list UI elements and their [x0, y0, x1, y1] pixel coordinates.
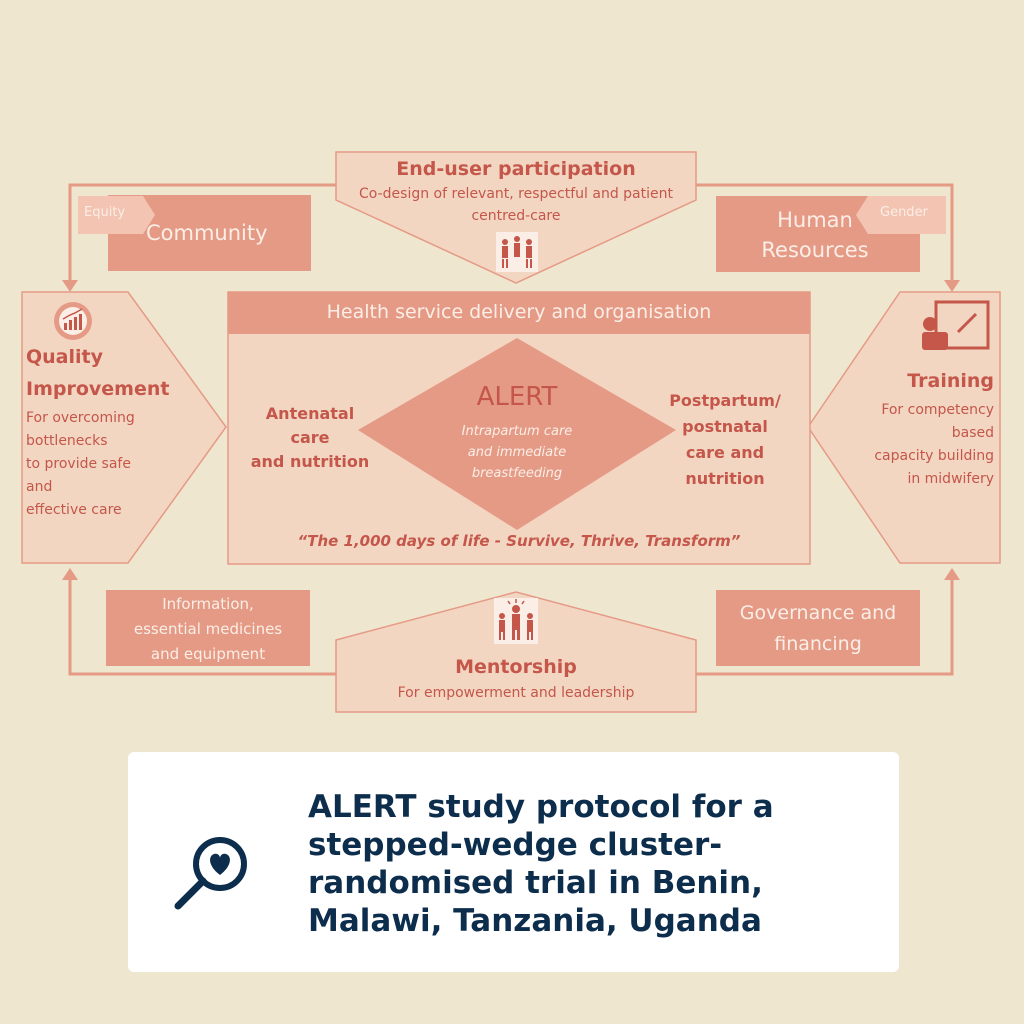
- study-title-line: ALERT study protocol for a: [308, 789, 774, 825]
- center-header: Health service delivery and organisation: [326, 301, 712, 323]
- mentorship-title: Mentorship: [455, 656, 577, 678]
- alert-title: ALERT: [476, 382, 558, 412]
- quality-desc-line: to provide safe: [26, 456, 131, 472]
- tagline: “The 1,000 days of life - Survive, Thriv…: [297, 532, 741, 550]
- equity-tag-label: Equity: [84, 205, 126, 220]
- alert-sub-line: breastfeeding: [471, 466, 563, 481]
- end-user-chevron: [335, 151, 697, 284]
- info-line: and equipment: [150, 645, 266, 663]
- quality-title-line1: Quality: [26, 346, 103, 368]
- antenatal-line: care: [290, 428, 330, 447]
- community-label: Community: [146, 221, 268, 245]
- title-card: ALERT study protocol for a stepped-wedge…: [128, 752, 899, 972]
- people-group-icon: [496, 232, 538, 272]
- training-title: Training: [907, 370, 994, 392]
- training-desc-line: based: [951, 425, 994, 441]
- study-title: ALERT study protocol for a stepped-wedge…: [308, 788, 868, 940]
- alert-framework-diagram: End-user participation Co-design of rele…: [21, 151, 1001, 713]
- end-user-title: End-user participation: [396, 158, 636, 180]
- quality-desc-line: For overcoming: [26, 410, 135, 426]
- governance-line: Governance and: [739, 602, 897, 624]
- training-desc-line: in midwifery: [907, 471, 994, 487]
- antenatal-line: Antenatal: [265, 404, 355, 423]
- quality-desc-line: bottlenecks: [26, 433, 108, 449]
- quality-desc-line: and: [26, 479, 53, 495]
- quality-desc: For overcoming bottlenecks to provide sa…: [26, 407, 135, 522]
- study-title-line: Malawi, Tanzania, Uganda: [308, 903, 762, 939]
- mentorship-house: [335, 591, 697, 713]
- quality-title-line2: Improvement: [26, 378, 170, 400]
- study-title-line: stepped-wedge cluster-: [308, 827, 723, 863]
- info-box: [106, 590, 310, 666]
- alert-sub-line: Intrapartum care: [461, 424, 573, 439]
- human-resources-line1: Human: [777, 208, 853, 232]
- postpartum-line: nutrition: [685, 469, 765, 488]
- connector-lines: [68, 183, 954, 676]
- governance-label: Governance and financing: [716, 598, 920, 660]
- info-line: essential medicines: [133, 620, 283, 638]
- alert-subtitle: Intrapartum care and immediate breastfee…: [417, 421, 617, 484]
- quality-desc-line: effective care: [26, 502, 122, 518]
- connector-arrowheads: [62, 280, 960, 580]
- teacher-board-icon: [922, 300, 990, 350]
- alert-sub-line: and immediate: [467, 445, 567, 460]
- info-line: Information,: [162, 595, 254, 613]
- training-pentagon: [807, 291, 1001, 564]
- diagram-shapes: [21, 151, 1001, 713]
- mentorship-desc: For empowerment and leadership: [397, 685, 635, 701]
- postpartum-line: postnatal: [682, 417, 768, 436]
- equity-tag: [78, 196, 155, 234]
- postpartum-line: care and: [685, 443, 765, 462]
- leader-group-icon: [494, 598, 538, 644]
- study-title-line: randomised trial in Benin,: [308, 865, 763, 901]
- quality-pentagon: [21, 291, 227, 564]
- info-label: Information, essential medicines and equ…: [106, 592, 310, 667]
- training-desc-line: For competency: [881, 402, 994, 418]
- training-desc: For competency based capacity building i…: [830, 399, 994, 491]
- magnifier-heart-icon: [174, 837, 247, 910]
- chart-icon: [54, 302, 92, 340]
- governance-box: [716, 590, 920, 666]
- center-header-bar: [228, 292, 810, 334]
- antenatal-line: and nutrition: [250, 452, 370, 471]
- governance-line: financing: [774, 633, 862, 655]
- end-user-desc-line2: centred-care: [471, 208, 561, 224]
- human-resources-line2: Resources: [761, 238, 869, 262]
- alert-diamond: [358, 338, 676, 530]
- gender-tag-label: Gender: [880, 205, 928, 220]
- end-user-desc-line1: Co-design of relevant, respectful and pa…: [359, 186, 673, 202]
- antenatal-label: Antenatal care and nutrition: [240, 402, 380, 474]
- gender-tag: [856, 196, 946, 234]
- training-desc-line: capacity building: [874, 448, 994, 464]
- postpartum-label: Postpartum/ postnatal care and nutrition: [655, 388, 795, 492]
- postpartum-line: Postpartum/: [669, 391, 781, 410]
